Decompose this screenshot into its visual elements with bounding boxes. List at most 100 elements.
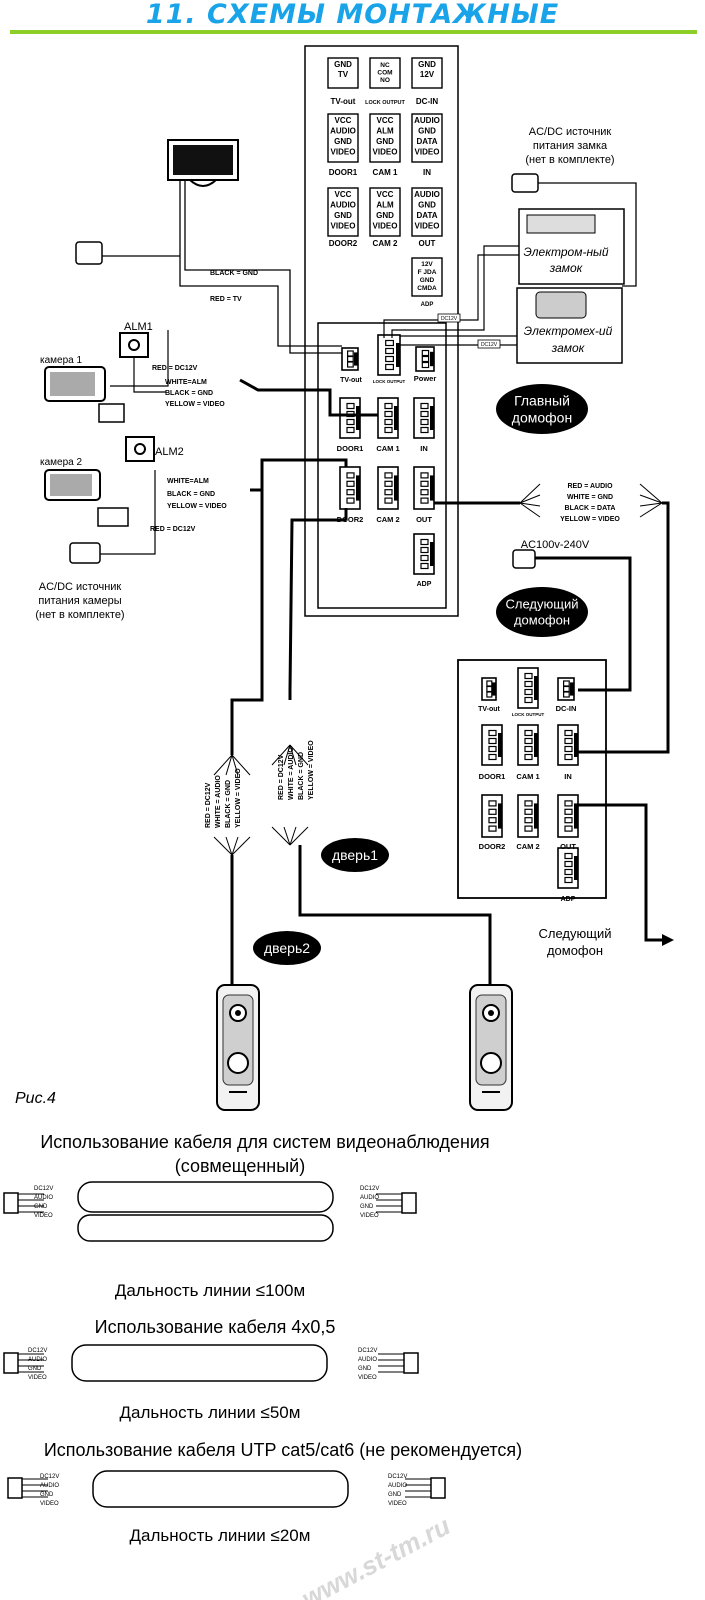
port-label: ADP xyxy=(417,581,432,588)
sp-port-label: CAM 1 xyxy=(516,772,539,781)
sp-adp-pin xyxy=(564,852,573,860)
cable1-pin-label: AUDIO xyxy=(34,1195,53,1201)
sp-door2-pin xyxy=(488,825,497,832)
door1-badge-shape xyxy=(321,838,389,872)
terminal-label: ALM xyxy=(376,127,394,136)
port-label: Power xyxy=(414,374,437,383)
cable3-right-connector-icon xyxy=(430,1477,446,1499)
sp-out-pin xyxy=(564,825,573,832)
cam-power-label: питания камеры xyxy=(38,595,121,607)
port-tv-out-key xyxy=(354,352,358,366)
second-panel-frame xyxy=(457,659,607,899)
monitor-wire-label: RED = TV xyxy=(210,296,242,303)
camera1-label: камера 1 xyxy=(40,355,82,366)
port-door1-pin xyxy=(346,426,355,434)
out-wire-label: RED = AUDIO xyxy=(567,483,613,490)
sp-dc-in-pin xyxy=(562,685,570,693)
port-label: IN xyxy=(420,444,428,453)
terminal-name: CAM 2 xyxy=(373,239,398,248)
adp-terminal-name: ADP xyxy=(421,302,434,308)
next-out-cable xyxy=(578,803,662,942)
cam-power-adapter-icon xyxy=(69,542,101,564)
figure-caption: Рис.4 xyxy=(15,1090,56,1107)
port-cam1-pin xyxy=(384,402,393,410)
port-adp-pin xyxy=(420,562,429,570)
adp-terminal-label: GND xyxy=(420,277,435,284)
cam-power-label: AC/DC источник xyxy=(39,581,122,593)
cable1-range: Дальность линии ≤100м xyxy=(115,1281,305,1300)
terminal-name: DOOR1 xyxy=(329,168,358,177)
door1-down-cable xyxy=(298,845,492,985)
terminal-label: VIDEO xyxy=(331,222,356,231)
monitor-wire-label: BLACK = GND xyxy=(210,270,258,277)
monitor-screen xyxy=(173,145,233,175)
port-adp-pin xyxy=(420,538,429,546)
out-wire-right xyxy=(639,502,663,507)
next-intercom-badge-shape xyxy=(496,587,588,637)
terminal-block xyxy=(411,187,443,237)
port-door2-pin xyxy=(346,472,355,479)
cable2-jacket xyxy=(71,1344,328,1382)
cable2-pin-label: GND xyxy=(358,1366,372,1372)
port-out-pin xyxy=(420,497,429,504)
cable3-jacket xyxy=(92,1470,349,1508)
sp-cam2-pin xyxy=(524,825,533,832)
terminal-name: IN xyxy=(423,168,431,177)
door2-cable xyxy=(230,490,264,755)
adp-terminal xyxy=(411,257,443,297)
terminal-label: DATA xyxy=(416,137,437,146)
ac-power-cable xyxy=(535,556,632,692)
cable2-left-connector-icon xyxy=(3,1352,19,1374)
port-cam1-pin xyxy=(384,418,393,426)
main-panel-frame xyxy=(304,45,459,617)
alm1-box xyxy=(119,332,149,358)
terminal-label: VIDEO xyxy=(331,148,356,157)
door-fan-wire xyxy=(289,826,297,846)
monitor-stand xyxy=(189,179,217,187)
cable-section1-title: (совмещенный) xyxy=(175,1156,305,1176)
adp-terminal-label: F JDA xyxy=(418,269,437,276)
sp-lock-output-pin xyxy=(524,680,533,688)
out-wire-left xyxy=(519,502,541,518)
sp-cam1-pin xyxy=(524,737,533,745)
out-wire-right xyxy=(639,502,663,518)
sp-out-pin xyxy=(564,808,573,815)
terminal-label: GND xyxy=(334,60,352,69)
port-door2-key xyxy=(356,475,360,501)
port-door2-pin xyxy=(346,489,355,496)
camera1-wire-label: RED = DC12V xyxy=(152,365,198,372)
sp-out-key xyxy=(574,803,578,829)
port-out-key xyxy=(430,475,434,501)
adp-terminal-label: CMDA xyxy=(417,285,437,292)
camera1-lens xyxy=(50,372,95,396)
cable2-right-connector-icon xyxy=(403,1352,419,1374)
camera2-main-wire xyxy=(250,458,348,492)
terminal-name: DC-IN xyxy=(416,97,438,106)
terminal-block xyxy=(369,57,401,89)
cable1-pin-label: VIDEO xyxy=(360,1213,379,1219)
ac-adapter-icon xyxy=(512,549,536,569)
sp-adp-key xyxy=(574,856,578,880)
port-cam2-pin xyxy=(384,497,393,504)
camera1-wire-label: YELLOW = VIDEO xyxy=(165,401,225,408)
out-wire-label: YELLOW = VIDEO xyxy=(560,516,620,523)
door2-badge-shape xyxy=(253,931,321,965)
title-underline xyxy=(10,30,697,34)
camera1-main-wire xyxy=(239,378,378,417)
camera2-lens xyxy=(50,474,92,496)
door1-station-lens-icon xyxy=(488,1010,494,1016)
alm1-wire xyxy=(133,357,166,393)
sp-lock-output-key xyxy=(534,676,538,700)
sp-port-label: IN xyxy=(564,772,572,781)
sp-cam1-pin xyxy=(524,729,533,737)
port-tv-out-pin xyxy=(347,361,354,368)
camera1-wire-label: BLACK = GND xyxy=(165,390,213,397)
door-fan-wire xyxy=(225,754,233,776)
alm1-label: ALM1 xyxy=(124,321,153,333)
out-wire-right xyxy=(639,483,663,504)
port-label: CAM 2 xyxy=(376,515,399,524)
cable2-pin-label: VIDEO xyxy=(358,1375,377,1381)
terminal-label: GND xyxy=(334,137,352,146)
terminal-name: TV-out xyxy=(331,97,356,106)
cable2-range: Дальность линии ≤50м xyxy=(120,1403,301,1422)
